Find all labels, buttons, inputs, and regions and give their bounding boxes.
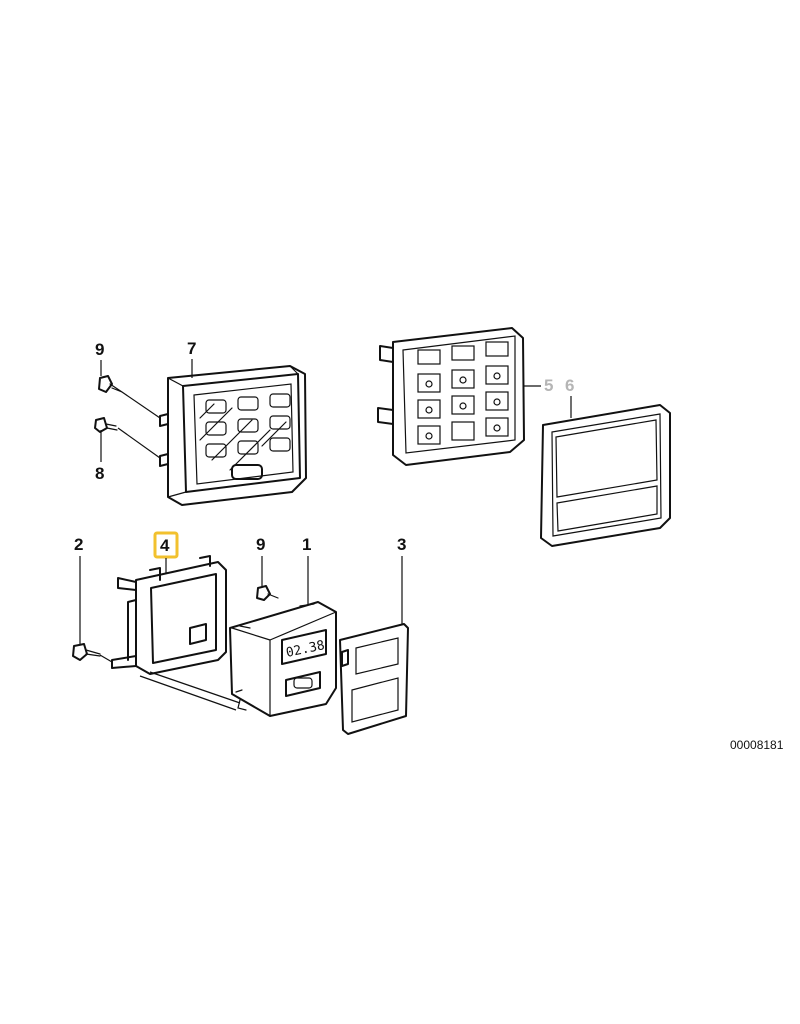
svg-text:5: 5 [544,376,553,395]
clock-display [281,629,327,665]
part-2-screw [72,643,113,663]
svg-text:4: 4 [160,536,170,555]
part-9-screw-upper [98,375,161,419]
part-6-cover-frame [540,404,671,547]
callout-2: 2 [74,535,83,644]
part-9-screw-lower [256,585,279,601]
part-7-panel-assembly [159,365,307,506]
callout-5: 5 [524,376,553,395]
callout-7: 7 [187,339,196,378]
svg-text:7: 7 [187,339,196,358]
part-8-screw [94,417,161,459]
part-3-front-cover [339,623,409,735]
callout-1: 1 [302,535,311,604]
svg-text:1: 1 [302,535,311,554]
svg-text:6: 6 [565,376,574,395]
svg-text:3: 3 [397,535,406,554]
svg-text:2: 2 [74,535,83,554]
part-7-lamp-windows [205,393,291,480]
callout-9-lower: 9 [256,535,265,586]
part-5-sockets [417,341,509,445]
adjust-button [285,671,321,697]
svg-text:9: 9 [95,340,104,359]
callout-9-upper: 9 [95,340,104,376]
callout-6: 6 [565,376,574,418]
callout-8: 8 [95,430,104,483]
part-4-mounting-bracket [111,555,227,675]
callout-4-highlighted: 4 [153,531,179,574]
part-5-bulb-carrier [377,327,525,466]
svg-text:9: 9 [256,535,265,554]
callout-3: 3 [397,535,406,624]
svg-text:8: 8 [95,464,104,483]
part-1-control-unit: 02.38 [229,601,337,717]
drawing-number: 00008181 [730,738,784,752]
